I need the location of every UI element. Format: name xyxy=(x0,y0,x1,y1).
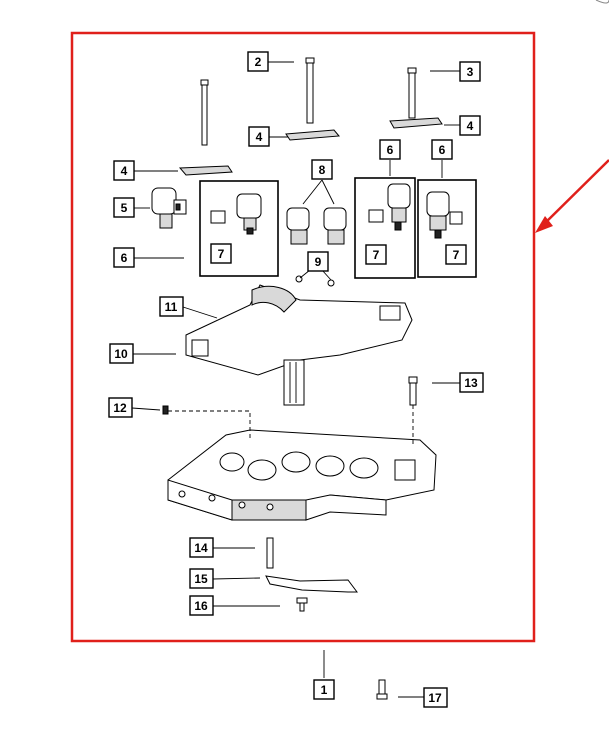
svg-text:7: 7 xyxy=(373,248,380,262)
callout-15: 15 xyxy=(189,568,214,589)
callout-10: 10 xyxy=(109,343,134,364)
svg-text:16: 16 xyxy=(194,599,208,613)
callout-6-middle: 6 xyxy=(379,139,401,160)
red-arrow-icon xyxy=(535,159,609,233)
svg-text:11: 11 xyxy=(165,300,178,314)
bracket-15 xyxy=(265,575,358,593)
svg-text:15: 15 xyxy=(194,572,208,586)
callout-4-right: 4 xyxy=(459,115,481,136)
svg-text:1: 1 xyxy=(321,683,328,697)
svg-text:3: 3 xyxy=(467,65,474,79)
svg-text:14: 14 xyxy=(194,541,208,555)
callout-7-right: 7 xyxy=(445,244,467,265)
callout-12: 12 xyxy=(108,397,133,418)
bolt-17 xyxy=(376,679,388,700)
svg-text:8: 8 xyxy=(319,163,326,177)
callout-3: 3 xyxy=(459,61,481,82)
callout-11: 11 xyxy=(159,296,184,317)
bracket-4-right xyxy=(389,117,443,129)
solenoid-right-group xyxy=(426,191,463,239)
svg-text:2: 2 xyxy=(255,55,262,69)
svg-text:17: 17 xyxy=(428,691,442,705)
clip-12 xyxy=(162,405,169,415)
bracket-4-middle xyxy=(285,129,341,141)
callout-7-middle: 7 xyxy=(365,244,387,265)
corner-fragment xyxy=(595,0,609,4)
svg-text:9: 9 xyxy=(315,255,322,269)
callout-8: 8 xyxy=(311,159,333,180)
solenoid-5 xyxy=(151,187,187,229)
callout-9: 9 xyxy=(307,251,329,272)
svg-text:5: 5 xyxy=(121,201,128,215)
callout-6-left: 6 xyxy=(113,247,135,268)
callout-7-left: 7 xyxy=(210,243,232,264)
callout-13: 13 xyxy=(459,372,484,393)
svg-text:4: 4 xyxy=(467,119,474,133)
svg-text:12: 12 xyxy=(113,401,127,415)
callout-2: 2 xyxy=(247,51,269,72)
valve-body xyxy=(167,429,437,521)
callout-1: 1 xyxy=(313,679,335,700)
svg-text:7: 7 xyxy=(218,247,225,261)
callout-6-right: 6 xyxy=(431,139,453,160)
svg-text:6: 6 xyxy=(121,251,128,265)
callout-17: 17 xyxy=(423,687,448,708)
solenoid-pair-8 xyxy=(286,207,347,245)
bolt-left xyxy=(200,79,209,146)
svg-text:10: 10 xyxy=(114,347,128,361)
callout-5: 5 xyxy=(113,197,135,218)
bolt-3 xyxy=(407,67,417,119)
callout-4-left: 4 xyxy=(113,160,135,181)
bracket-4-left xyxy=(178,165,233,176)
clip-dashed-line xyxy=(168,410,251,440)
svg-text:13: 13 xyxy=(464,376,478,390)
svg-text:4: 4 xyxy=(121,164,128,178)
callout-14: 14 xyxy=(189,537,214,558)
svg-text:6: 6 xyxy=(439,143,446,157)
group-box-right xyxy=(417,179,477,278)
svg-text:6: 6 xyxy=(387,143,394,157)
assembly-frame xyxy=(70,31,536,643)
screw-16 xyxy=(296,597,308,612)
solenoid-middle-right-group xyxy=(368,183,411,231)
svg-text:4: 4 xyxy=(256,130,263,144)
bolt-13 xyxy=(408,376,418,406)
pin-14 xyxy=(266,537,274,569)
group-box-middle-right xyxy=(354,177,416,279)
solenoid-left-group xyxy=(210,193,262,235)
callout-16: 16 xyxy=(189,595,214,616)
transfer-plate-10-11 xyxy=(185,284,413,406)
svg-text:7: 7 xyxy=(453,248,460,262)
bolt-2 xyxy=(305,57,315,124)
leader-lines xyxy=(131,61,460,698)
callout-4-middle: 4 xyxy=(248,126,270,147)
group-box-left xyxy=(199,180,279,277)
